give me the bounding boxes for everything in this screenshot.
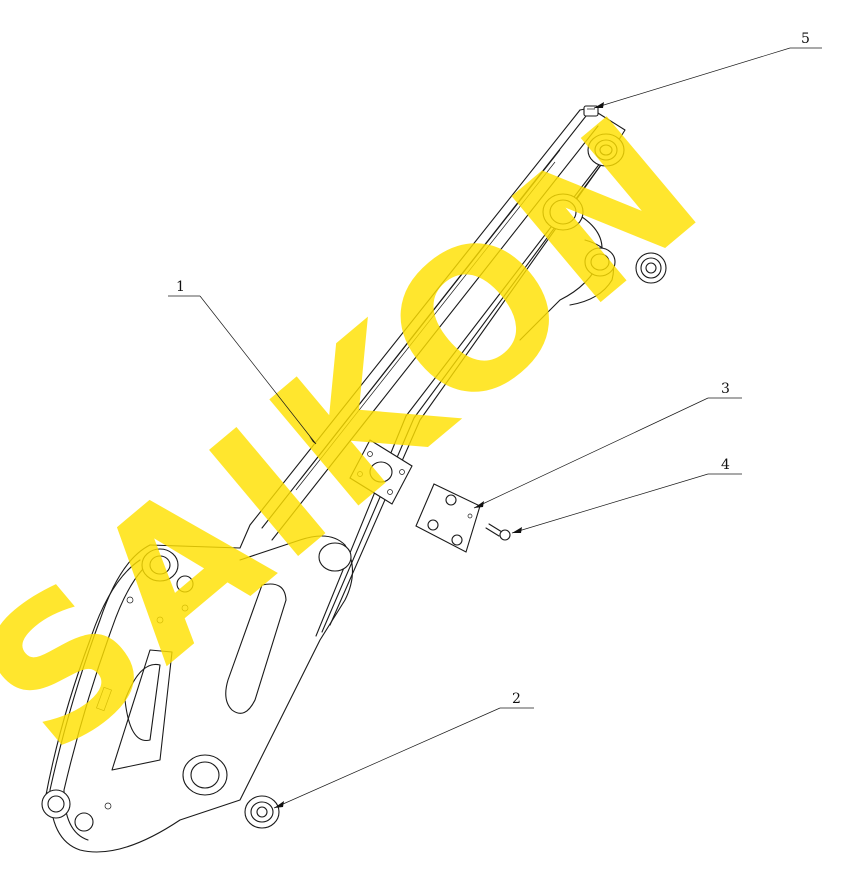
bolt [485, 523, 511, 541]
bracket-pin-left [41, 789, 71, 819]
callout-3: 3 [473, 381, 742, 509]
callout-2: 2 [273, 691, 534, 809]
watermark-text: SAIKON [0, 71, 744, 794]
clamp-block [415, 483, 481, 553]
bushing-lower [244, 795, 280, 829]
callout-label-5: 5 [801, 31, 810, 47]
top-pin-bore [587, 133, 625, 167]
mounting-plate [349, 439, 413, 505]
watermark: SAIKON [0, 71, 744, 794]
callout-label-2: 2 [512, 691, 521, 707]
bushing-upper [635, 252, 667, 284]
middle-pin-bore [542, 193, 584, 231]
bracket-pin-bottom [182, 754, 228, 796]
callout-label-1: 1 [176, 279, 185, 295]
callout-1: 1 [168, 279, 317, 445]
grease-fitting [583, 105, 599, 117]
callout-5: 5 [593, 31, 822, 109]
bracket-pin-top [141, 548, 179, 582]
lower-bracket [44, 535, 354, 853]
callout-4: 4 [511, 457, 742, 534]
lug-pin-bore [584, 247, 616, 277]
callout-label-3: 3 [721, 381, 730, 397]
callout-label-4: 4 [721, 457, 730, 473]
